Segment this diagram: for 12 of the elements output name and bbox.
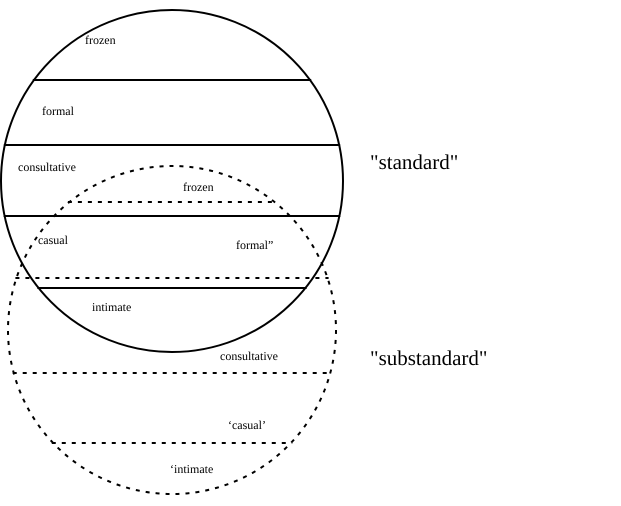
register-label: formal [42, 104, 74, 118]
register-label: intimate [92, 300, 132, 314]
register-label: casual [38, 233, 68, 247]
register-label: frozen [84, 33, 116, 47]
register-label: consultative [220, 349, 278, 363]
register-label: frozen [182, 180, 214, 194]
category-label: "standard" [370, 150, 458, 175]
register-label: consultative [18, 160, 76, 174]
category-label: "substandard" [370, 346, 488, 371]
register-label: formal” [236, 238, 274, 252]
register-label: ‘intimate [170, 462, 214, 476]
register-label: ‘casual’ [228, 418, 266, 432]
